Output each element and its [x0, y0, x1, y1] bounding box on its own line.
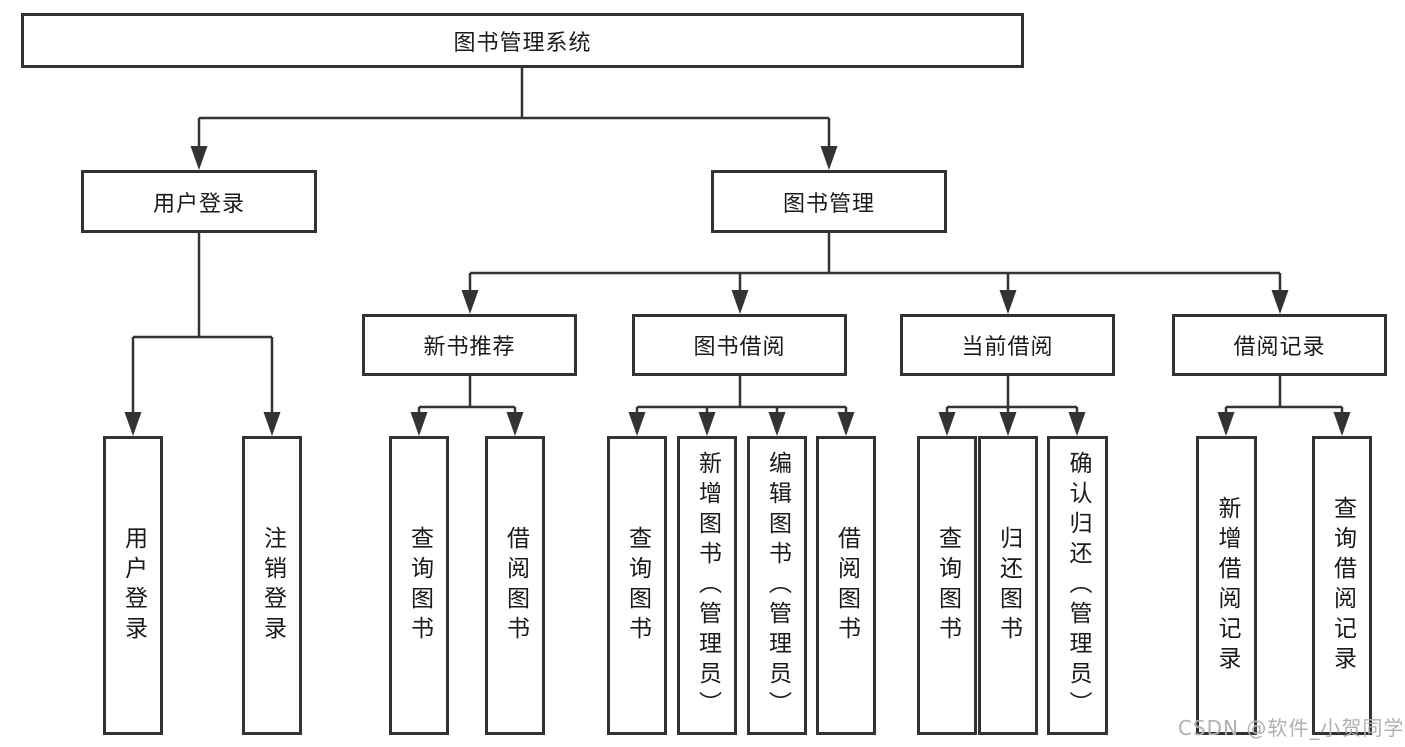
leaf-query-books-current-label: 查询图书 [934, 525, 961, 646]
leaf-edit-books-admin: 编辑图书（管理员） [747, 436, 807, 735]
leaf-query-books-recommend: 查询图书 [389, 436, 449, 735]
leaf-query-borrow-record-label: 查询借阅记录 [1329, 495, 1356, 676]
leaf-query-books-borrow-label: 查询图书 [624, 525, 651, 646]
leaf-logout-login-label: 注销登录 [259, 525, 286, 646]
leaf-borrow-books: 借阅图书 [816, 436, 876, 735]
leaf-add-books-admin-label: 新增图书（管理员） [694, 450, 721, 721]
node-book-borrow: 图书借阅 [632, 314, 847, 376]
leaf-query-books-current: 查询图书 [917, 436, 977, 735]
leaf-logout-login: 注销登录 [242, 436, 302, 735]
leaf-borrow-books-recommend-label: 借阅图书 [502, 525, 529, 646]
node-new-book-recommend: 新书推荐 [362, 314, 577, 376]
leaf-add-borrow-record-label: 新增借阅记录 [1214, 495, 1240, 676]
leaf-borrow-books-recommend: 借阅图书 [485, 436, 545, 735]
node-borrow-records: 借阅记录 [1172, 314, 1387, 376]
node-current-borrow: 当前借阅 [900, 314, 1115, 376]
leaf-add-borrow-record: 新增借阅记录 [1196, 436, 1257, 735]
leaf-user-login-label: 用户登录 [120, 525, 147, 646]
leaf-borrow-books-label: 借阅图书 [833, 525, 860, 646]
node-book-management: 图书管理 [711, 170, 947, 233]
leaf-query-books-borrow: 查询图书 [607, 436, 667, 735]
leaf-query-books-recommend-label: 查询图书 [406, 525, 433, 646]
leaf-return-books-label: 归还图书 [995, 525, 1022, 646]
node-user-login: 用户登录 [81, 170, 317, 233]
leaf-query-borrow-record: 查询借阅记录 [1312, 436, 1372, 735]
leaf-confirm-return-admin: 确认归还（管理员） [1047, 436, 1108, 735]
leaf-confirm-return-admin-label: 确认归还（管理员） [1065, 450, 1091, 721]
leaf-return-books: 归还图书 [978, 436, 1038, 735]
leaf-user-login: 用户登录 [103, 436, 163, 735]
leaf-add-books-admin: 新增图书（管理员） [677, 436, 737, 735]
leaf-edit-books-admin-label: 编辑图书（管理员） [764, 450, 791, 721]
node-library-management-system: 图书管理系统 [21, 13, 1024, 68]
csdn-watermark: CSDN @软件_小贺同学 [1178, 716, 1405, 740]
